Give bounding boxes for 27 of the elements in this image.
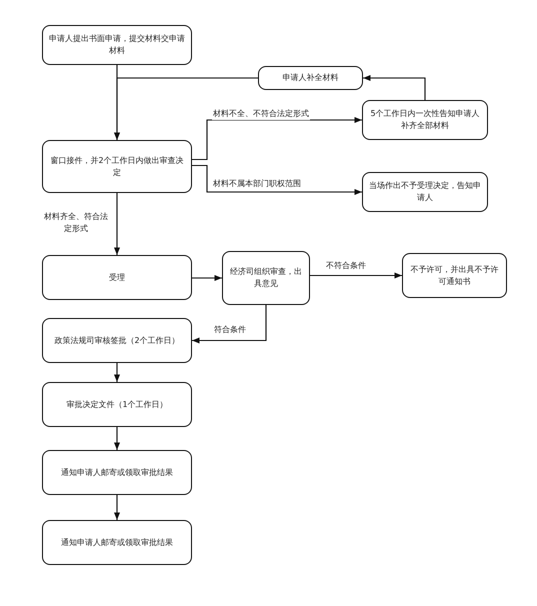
arrow (114, 77, 258, 140)
process-box: 不予许可，并出具不予许可通知书 (402, 253, 507, 298)
process-box: 经济司组织审查，出具意见 (222, 251, 310, 305)
arrow (192, 164, 362, 196)
process-box: 受理 (42, 255, 192, 300)
arrow (114, 193, 120, 255)
arrow (114, 427, 120, 450)
process-box: 通知申请人邮寄或领取审批结果 (42, 450, 192, 495)
edge-label: 符合条件 (213, 324, 247, 336)
edge-label: 材料不全、不符合法定形式 (212, 108, 310, 120)
arrow (192, 274, 222, 282)
process-box: 申请人提出书面申请，提交材料交申请材料 (42, 25, 192, 65)
process-box: 窗口接件，并2个工作日内做出审查决定 (42, 140, 192, 193)
process-box: 政策法规司审核签批（2个工作日） (42, 318, 192, 363)
arrow (363, 74, 426, 100)
arrow (192, 305, 267, 344)
process-box: 通知申请人邮寄或领取审批结果 (42, 520, 192, 565)
process-box: 申请人补全材料 (258, 66, 363, 90)
process-box: 5个工作日内一次性告知申请人补齐全部材料 (362, 100, 488, 140)
arrow (310, 272, 402, 279)
process-box: 当场作出不予受理决定，告知申请人 (362, 172, 488, 212)
edge-label: 不符合条件 (325, 260, 367, 272)
arrow (114, 495, 120, 520)
process-box: 审批决定文件（1个工作日） (42, 382, 192, 427)
arrow (192, 116, 362, 160)
arrow (114, 363, 120, 382)
edge-label: 材料不属本部门职权范围 (212, 178, 302, 190)
